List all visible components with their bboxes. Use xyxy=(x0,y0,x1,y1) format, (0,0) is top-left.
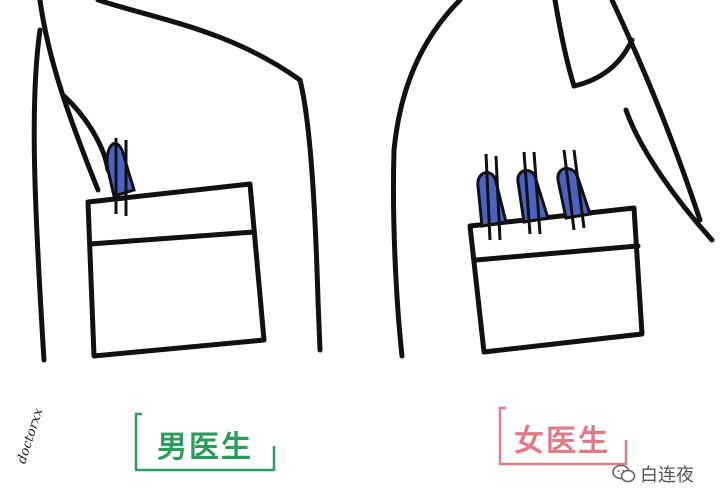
female-label-frame xyxy=(498,406,628,466)
female-pocket-flap-line xyxy=(473,243,641,263)
female-doctor-label: 女医生 xyxy=(514,424,610,459)
wechat-icon xyxy=(612,464,636,483)
male-coat xyxy=(31,0,323,363)
watermark: 白连夜 xyxy=(612,460,694,488)
male-pocket-flap-line xyxy=(87,229,257,247)
male-doctor-label: 男医生 xyxy=(157,430,253,465)
female-pocket xyxy=(467,205,645,355)
watermark-text: 白连夜 xyxy=(640,465,694,486)
female-coat xyxy=(390,0,715,359)
male-coat-side xyxy=(31,27,47,363)
male-label-frame xyxy=(134,412,276,472)
female-pen-1 xyxy=(476,153,508,241)
female-pen-3 xyxy=(556,149,592,231)
male-coat-collar xyxy=(37,0,111,193)
female-coat-collar xyxy=(552,0,635,89)
female-coat-right-edge xyxy=(623,107,715,243)
female-coat-left-edge xyxy=(390,0,463,359)
male-pen xyxy=(105,138,136,216)
female-pen-2 xyxy=(516,151,550,235)
female-coat-edge xyxy=(609,0,703,223)
male-coat-shoulder xyxy=(95,0,323,353)
male-pocket xyxy=(85,181,267,359)
